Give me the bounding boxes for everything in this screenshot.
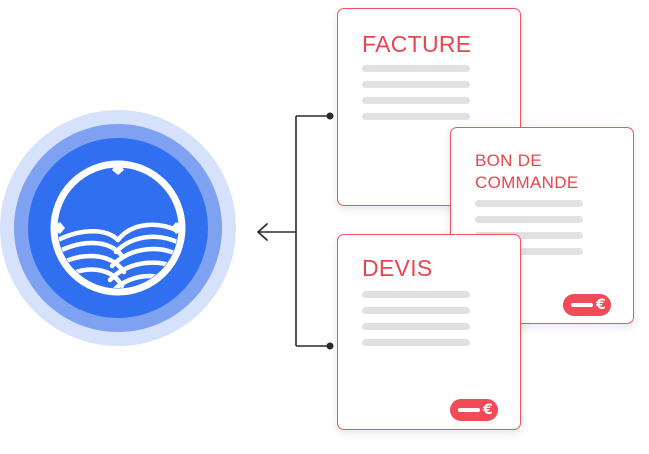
text-placeholder-line [475,216,583,223]
euro-icon: € [483,402,493,418]
document-title: DEVIS [362,255,433,281]
text-placeholder-line [362,339,470,346]
arrow-left-icon [257,223,268,241]
text-placeholder-line [362,291,470,298]
text-placeholder-line [475,200,583,207]
text-placeholder-line [362,307,470,314]
price-amount-placeholder [571,303,593,307]
text-placeholder-line [362,97,470,104]
text-placeholder-line [475,248,583,255]
text-placeholder-line [362,81,470,88]
text-placeholder-line [362,323,470,330]
text-placeholder-line [362,65,470,72]
price-badge: € [563,294,611,316]
text-placeholder-line [475,232,583,239]
price-amount-placeholder [458,408,480,412]
compass-waves-logo-icon [0,110,236,346]
text-placeholder-line [362,113,470,120]
document-card-devis: DEVIS € [337,234,521,430]
brand-logo [0,110,236,346]
document-title: FACTURE [362,31,472,57]
euro-icon: € [596,297,606,313]
document-title: BON DE COMMANDE [475,151,579,192]
price-badge: € [450,399,498,421]
